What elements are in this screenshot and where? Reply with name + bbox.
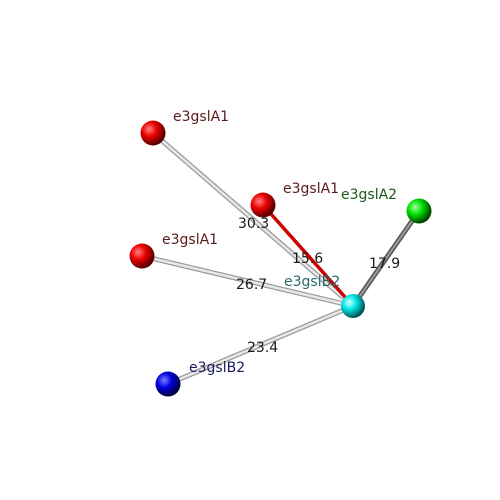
- bond-a4-a5-highlight: [352, 210, 420, 307]
- atom-labels: e3gslA1 e3gslA1 e3gslA1 e3gslA2 e3gslB2 …: [162, 109, 397, 376]
- atom-label-a4: e3gslA2: [341, 187, 397, 203]
- distance-label-a6-a5: 23.4: [247, 340, 278, 356]
- atom-a4-sphere[interactable]: [406, 198, 432, 224]
- atoms-layer: [129, 120, 432, 397]
- bond-a2-a5: [261, 203, 355, 308]
- distance-label-a4-a5: 17.9: [369, 256, 400, 272]
- distance-label-a3-a5: 26.7: [236, 277, 267, 293]
- bonds-layer: [139, 130, 422, 387]
- atom-a6-sphere[interactable]: [155, 371, 181, 397]
- atom-a2-sphere[interactable]: [250, 192, 276, 218]
- atom-a1-sphere[interactable]: [140, 120, 166, 146]
- distance-label-a1-a5: 30.3: [238, 216, 269, 232]
- distance-labels: 30.3 15.6 26.7 17.9 23.4: [236, 216, 400, 356]
- atom-label-a5: e3gslB2: [284, 274, 340, 290]
- atom-label-a6: e3gslB2: [189, 360, 245, 376]
- atom-label-a2: e3gslA1: [283, 181, 339, 197]
- distance-label-a2-a5: 15.6: [292, 251, 323, 267]
- bond-a1-a5-highlight: [151, 131, 355, 308]
- bond-a3-a5-highlight: [140, 254, 355, 308]
- atom-a3-sphere[interactable]: [129, 243, 155, 269]
- atom-label-a3: e3gslA1: [162, 232, 218, 248]
- atom-label-a1: e3gslA1: [173, 109, 229, 125]
- bond-a6-a5-highlight: [166, 304, 355, 386]
- atom-a5-sphere[interactable]: [341, 294, 365, 318]
